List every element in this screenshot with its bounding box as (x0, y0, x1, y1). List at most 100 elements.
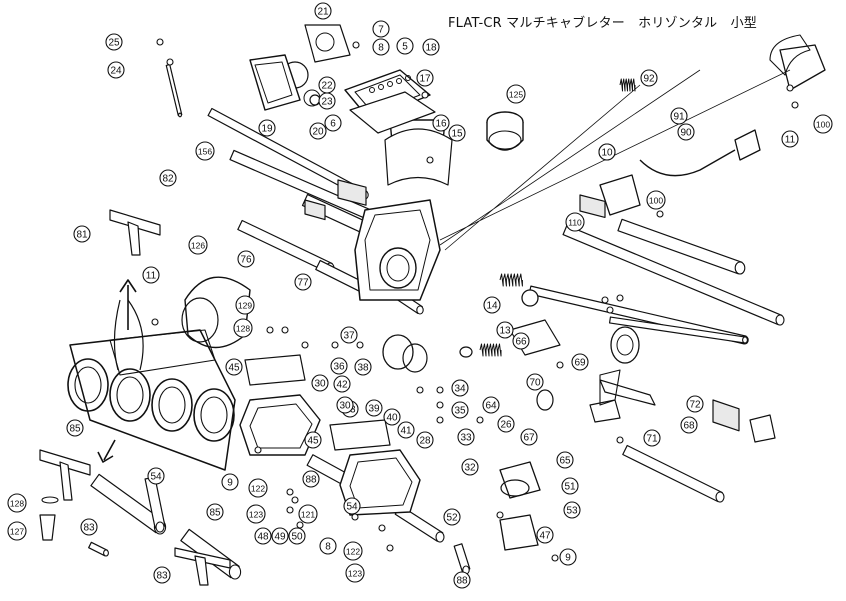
callout-label: 69 (574, 358, 586, 369)
part-ring (616, 334, 634, 356)
cover-hole (378, 84, 384, 90)
gasket-6 (349, 91, 436, 134)
float-bowl-right (339, 449, 421, 516)
screw-head (291, 496, 299, 504)
callout-circle (248, 478, 268, 498)
callout-label: 37 (343, 331, 355, 342)
boot-126-mouth (181, 297, 219, 343)
screw-head (166, 58, 174, 66)
callout-circle (233, 318, 253, 338)
shaft-d-end (416, 305, 424, 315)
callout-label: 14 (486, 301, 498, 312)
shaft-88-right-end (715, 491, 725, 503)
callout-label: 20 (312, 127, 324, 138)
callout-label: 8 (378, 43, 384, 54)
callout-label: 51 (564, 482, 576, 493)
part-outline (349, 457, 413, 509)
pin-end (103, 549, 109, 557)
callout-circle (188, 235, 208, 255)
callout-circle (680, 416, 698, 434)
screw-head (386, 544, 394, 552)
callout-label: 85 (69, 424, 81, 435)
holder-bracket-10 (779, 44, 826, 91)
shaft-right-a-end (775, 314, 785, 326)
callout-circle (563, 501, 581, 519)
float-bowl-left (239, 394, 321, 456)
arrow-lines (113, 299, 144, 371)
arrow-down (97, 439, 116, 463)
callout-label: 83 (83, 523, 95, 534)
callout-circle (422, 38, 440, 56)
filter-block-b (579, 194, 606, 218)
callout-circle (343, 497, 361, 515)
callout-circle (565, 212, 585, 232)
screw-head (786, 84, 794, 92)
callout-circle (598, 143, 616, 161)
callout-label: 34 (454, 384, 466, 395)
callout-label: 77 (297, 278, 309, 289)
callout-circle (461, 458, 479, 476)
callout-circle (451, 379, 469, 397)
screw-head (356, 341, 364, 349)
gasket-21 (304, 24, 351, 63)
needle-24 (165, 63, 183, 117)
callout-circle (319, 537, 337, 555)
callout-circle (254, 527, 272, 545)
shaft-88-right (622, 444, 723, 503)
callout-circle (258, 119, 276, 137)
callout-circle (142, 266, 160, 284)
screw-head (296, 521, 304, 529)
carb-bank-bore-inner (74, 366, 102, 404)
callout-circle (105, 33, 123, 51)
screw-head (378, 524, 386, 532)
gasket-45-right (329, 419, 391, 451)
spring-92 (619, 78, 636, 92)
callout-label: 6 (330, 119, 336, 130)
callout-label: 11 (785, 135, 796, 146)
spring-14 (499, 273, 523, 287)
callout-circle (571, 353, 589, 371)
callout-label: 13 (499, 326, 511, 337)
callout-label: 9 (227, 478, 233, 489)
callout-circle (336, 396, 354, 414)
boot-125-body (486, 122, 524, 151)
cable-adjuster (734, 129, 761, 161)
screw-head (556, 361, 564, 369)
callout-label: 18 (425, 43, 437, 54)
screw-head (496, 511, 504, 519)
callout-label: 16 (435, 119, 447, 130)
callout-label: 41 (400, 426, 412, 437)
fuel-tee-81-stem (127, 221, 141, 256)
callout-label: 53 (566, 506, 578, 517)
callout-label: 7 (378, 25, 384, 36)
callout-circle (330, 357, 348, 375)
callout-label: 26 (500, 420, 512, 431)
callout-label: 38 (357, 363, 369, 374)
screw-head (286, 488, 294, 496)
callout-label: 123 (348, 569, 362, 579)
diagram-title: FLAT-CR マルチキャブレター ホリゾンタル 小型 (448, 16, 757, 31)
callout-circle (416, 69, 434, 87)
callout-circle (66, 419, 84, 437)
callout-circle (396, 37, 414, 55)
gasket-45-left (244, 354, 306, 386)
callout-circle (448, 124, 466, 142)
carb-bank-bore (151, 378, 193, 432)
callout-label: 66 (515, 337, 527, 348)
callout-circle (235, 295, 255, 315)
callout-circle (7, 521, 27, 541)
callout-label: 67 (523, 433, 535, 444)
gasket-21-hole (315, 32, 335, 52)
callout-circle (246, 504, 266, 524)
guide-line (439, 69, 791, 251)
callout-label: 22 (321, 81, 333, 92)
callout-label: 90 (680, 128, 692, 139)
fuel-tee-81 (109, 209, 161, 236)
carb-bank-bore-inner (200, 396, 228, 434)
tube-83-end (228, 564, 242, 580)
tube-54-b-end (155, 521, 165, 533)
callout-label: 128 (10, 499, 24, 509)
callout-circle (482, 396, 500, 414)
callout-label: 92 (643, 74, 655, 85)
